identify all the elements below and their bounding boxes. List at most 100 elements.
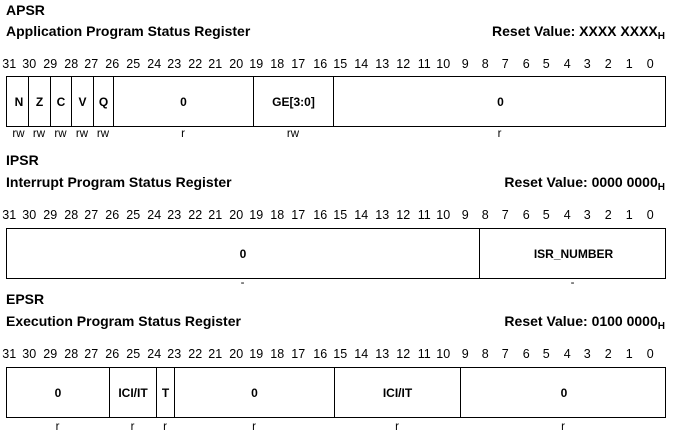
bit-number: 10 (436, 347, 451, 361)
bit-number: 9 (461, 208, 469, 222)
bit-number: 22 (188, 347, 203, 361)
access-type: r (181, 128, 185, 140)
bit-number: 23 (167, 57, 182, 71)
access-type: rw (54, 128, 67, 140)
bit-number: 29 (43, 57, 58, 71)
reset-value: Reset Value: 0100 0000H (504, 313, 665, 332)
bit-number: 6 (522, 57, 530, 71)
bit-number: 11 (417, 347, 431, 361)
bit-number: 7 (501, 347, 509, 361)
bit-number: 21 (208, 208, 223, 222)
bit-number: 7 (501, 57, 509, 71)
bit-number: 23 (167, 347, 182, 361)
bit-number: 12 (396, 208, 411, 222)
bit-number: 29 (43, 347, 58, 361)
bit-number: 18 (270, 57, 285, 71)
bit-number: 25 (126, 57, 141, 71)
bit-number: 30 (22, 57, 37, 71)
bit-number: 23 (167, 208, 182, 222)
bit-number: 8 (481, 208, 489, 222)
bit-number: 28 (64, 208, 79, 222)
access-type: r (561, 421, 565, 433)
bit-number: 1 (625, 57, 633, 71)
bit-number: 14 (354, 208, 369, 222)
bit-number: 28 (64, 57, 79, 71)
reset-value: Reset Value: 0000 0000H (504, 174, 665, 193)
access-type: r (163, 421, 167, 433)
bit-number: 6 (522, 208, 530, 222)
bit-number: 19 (249, 208, 264, 222)
access-type: r (395, 421, 399, 433)
bit-number: 31 (2, 208, 17, 222)
bit-number: 30 (22, 208, 37, 222)
bit-number: 20 (229, 347, 244, 361)
bit-number: 17 (291, 208, 306, 222)
access-type: r (252, 421, 256, 433)
bit-number: 10 (436, 208, 451, 222)
bit-number: 1 (625, 347, 633, 361)
field-n-cell: N (10, 77, 29, 126)
bit-number: 27 (84, 208, 99, 222)
bit-number: 27 (84, 347, 99, 361)
field-ici-it-cell: ICI/IT (335, 368, 461, 417)
bit-number: 15 (333, 57, 348, 71)
bit-number: 16 (313, 57, 328, 71)
field-isr-number-cell: ISR_NUMBER (533, 246, 614, 261)
bit-number: 2 (604, 208, 612, 222)
bit-number: 3 (583, 57, 591, 71)
bit-number: 12 (396, 57, 411, 71)
bit-number: 20 (229, 57, 244, 71)
bit-number: 8 (481, 347, 489, 361)
bit-number: 4 (563, 208, 571, 222)
bit-number: 3 (583, 208, 591, 222)
bit-number: 14 (354, 57, 369, 71)
bit-number: 22 (188, 57, 203, 71)
bit-number: 0 (646, 208, 654, 222)
access-row: -- (6, 277, 666, 291)
reset-value-suffix: H (657, 182, 665, 193)
field-0-cell: 0 (114, 77, 254, 126)
bit-number: 10 (436, 57, 451, 71)
bit-number: 24 (147, 347, 162, 361)
reset-value-text: Reset Value: XXXX XXXX (492, 23, 658, 39)
bit-number: 0 (646, 347, 654, 361)
field-0-cell: 0 (560, 385, 568, 400)
bit-number: 17 (291, 57, 306, 71)
bit-number: 11 (417, 208, 431, 222)
bit-number: 11 (417, 57, 431, 71)
bit-number: 24 (147, 57, 162, 71)
bit-number: 18 (270, 347, 285, 361)
field-v-cell: V (72, 77, 94, 126)
access-type: rw (75, 128, 89, 140)
bit-number: 12 (396, 347, 411, 361)
bit-number: 15 (333, 208, 348, 222)
bit-number: 31 (2, 347, 17, 361)
bit-number: 5 (542, 208, 550, 222)
field-ge-3-0-cell: GE[3:0] (254, 77, 334, 126)
bit-number: 18 (270, 208, 285, 222)
reset-value: Reset Value: XXXX XXXXH (492, 23, 665, 42)
bit-number: 27 (84, 57, 99, 71)
bit-number: 28 (64, 347, 79, 361)
register-fields: 0 ISR_NUMBER (6, 228, 666, 279)
bit-number: 22 (188, 208, 203, 222)
bit-number: 2 (604, 347, 612, 361)
bit-number: 4 (563, 57, 571, 71)
bit-number: 26 (105, 208, 120, 222)
bit-number: 31 (2, 57, 17, 71)
field-0-cell: 0 (7, 229, 480, 278)
bit-number: 14 (354, 347, 369, 361)
bit-number: 20 (229, 208, 244, 222)
bit-number: 3 (583, 347, 591, 361)
register-abbreviation: APSR (6, 2, 45, 18)
access-type: rw (12, 128, 25, 140)
field-q-cell: Q (94, 77, 114, 126)
bit-number: 13 (375, 347, 390, 361)
bit-number: 1 (625, 208, 633, 222)
bit-number: 5 (542, 57, 550, 71)
